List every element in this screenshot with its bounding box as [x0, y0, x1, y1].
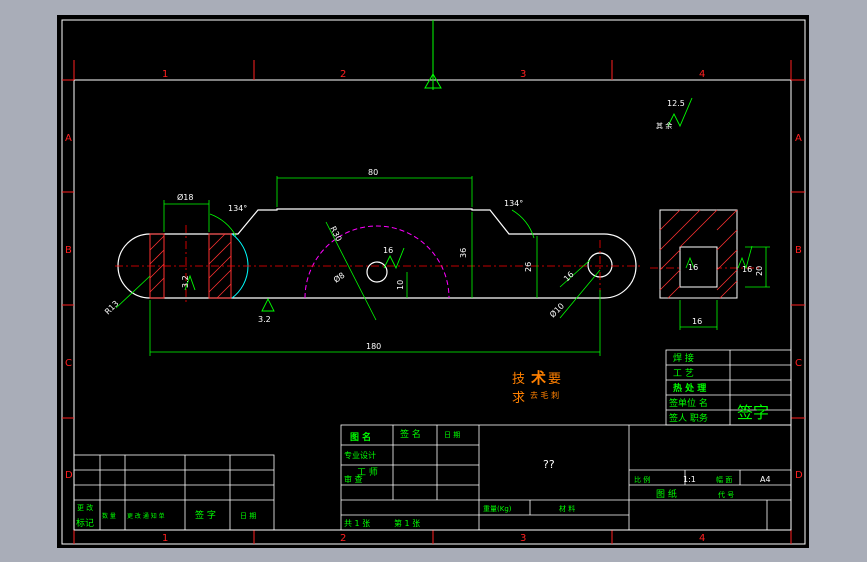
- tb-rev-top: 更 改: [77, 503, 93, 512]
- section-view: 16 16 20 16: [659, 209, 770, 330]
- tb-rev-mark: 标记: [76, 517, 94, 529]
- zone-row-a-right: A: [795, 133, 802, 144]
- dim-180: 180: [366, 342, 381, 351]
- tb-rev-notice: 更 改 通 知 单: [127, 512, 165, 520]
- tb-rev-qty: 数 量: [102, 512, 116, 520]
- tech-char-2: 术: [531, 369, 546, 387]
- dimension-lines: [115, 176, 601, 356]
- tb-scale-label: 比 例: [634, 475, 650, 484]
- tb-design-1: 图 名: [350, 431, 371, 443]
- tb-weight-label: 重量(Kg): [483, 505, 512, 513]
- zone-col-3-bottom: 3: [520, 533, 526, 544]
- zone-col-2-bottom: 2: [340, 533, 346, 544]
- dim-36: 36: [459, 248, 468, 258]
- zone-row-c-right: C: [795, 358, 802, 369]
- tb-sign-big: 签字: [737, 403, 769, 422]
- title-block-grid: [73, 349, 792, 531]
- dim-26: 26: [524, 262, 533, 272]
- zone-row-b-right: B: [795, 245, 802, 256]
- section-dim-16a: 16: [692, 317, 702, 326]
- section-dim-16c: 16: [742, 265, 752, 274]
- zone-col-3-top: 3: [520, 69, 526, 80]
- tb-design-3: 日 期: [444, 431, 460, 439]
- zone-col-4-top: 4: [699, 69, 705, 80]
- tb-scale-value: 1:1: [683, 475, 696, 484]
- tb-page: 第 1 张: [394, 518, 420, 528]
- zone-row-c-left: C: [65, 358, 72, 369]
- tb-part-name: ??: [543, 458, 555, 471]
- tb-row-3: 热 处 理: [673, 382, 706, 394]
- zone-col-1-bottom: 1: [162, 533, 168, 544]
- tech-note: 去 毛 刺: [530, 390, 559, 400]
- tb-design-row2: 专业设计: [344, 450, 376, 460]
- zone-labels: 1 2 3 4 1 2 3 4 A B C D A B C D: [65, 69, 803, 544]
- tech-requirements: 技 术 要 求 去 毛 刺: [512, 369, 561, 406]
- dim-18: Ø18: [177, 192, 193, 202]
- dim-16-hole: 16: [383, 246, 393, 255]
- tb-code-label: 代 号: [718, 490, 734, 499]
- angle-left: 134°: [228, 204, 247, 213]
- angle-right: 134°: [504, 199, 523, 208]
- tb-count: 共 1 张: [344, 519, 370, 528]
- tb-row-2: 工 艺: [673, 368, 694, 379]
- tb-drawing-label: 图 纸: [656, 488, 677, 500]
- tb-row-4: 签单位 名: [669, 397, 708, 409]
- roughness-symbols: [184, 97, 693, 312]
- dim-80: 80: [368, 168, 378, 177]
- tb-rev-date: 日 期: [240, 512, 256, 520]
- zone-row-b-left: B: [65, 245, 72, 256]
- zone-row-d-right: D: [795, 470, 803, 481]
- rough-other-label: 其 余: [656, 121, 672, 130]
- tb-design-2: 签 名: [400, 428, 421, 440]
- rough-32b: 3.2: [258, 315, 271, 324]
- section-dim-16b: 16: [688, 263, 698, 272]
- zone-row-d-left: D: [65, 470, 73, 481]
- title-block-text: 焊 接 工 艺 热 处 理 签单位 名 签人 职务 签字 图 名 签 名 日 期…: [76, 352, 771, 529]
- section-dim-20: 20: [755, 266, 764, 276]
- zone-ticks: [62, 60, 805, 544]
- rough-32: 3.2: [181, 275, 190, 288]
- tech-char-3: 要: [548, 372, 561, 387]
- hole-8: [366, 261, 388, 283]
- tb-material-label: 材 料: [559, 504, 575, 513]
- tb-size-label: 幅 面: [716, 475, 732, 484]
- zone-col-1-top: 1: [162, 69, 168, 80]
- tb-design-row3: 工 师: [357, 466, 378, 478]
- centering-mark: [424, 20, 442, 90]
- zone-col-2-top: 2: [340, 69, 346, 80]
- tech-char-4: 求: [512, 391, 525, 406]
- tb-rev-sign: 签 字: [195, 509, 216, 521]
- zone-row-a-left: A: [65, 133, 72, 144]
- rough-other: 12.5: [667, 99, 685, 108]
- tb-size-value: A4: [760, 475, 771, 484]
- dim-10: 10: [396, 280, 405, 290]
- tb-row-1: 焊 接: [673, 352, 694, 364]
- tech-char-1: 技: [512, 372, 525, 387]
- tb-design-row4: 审 查: [344, 474, 363, 484]
- tb-row-5: 签人 职务: [669, 412, 708, 424]
- zone-col-4-bottom: 4: [699, 533, 705, 544]
